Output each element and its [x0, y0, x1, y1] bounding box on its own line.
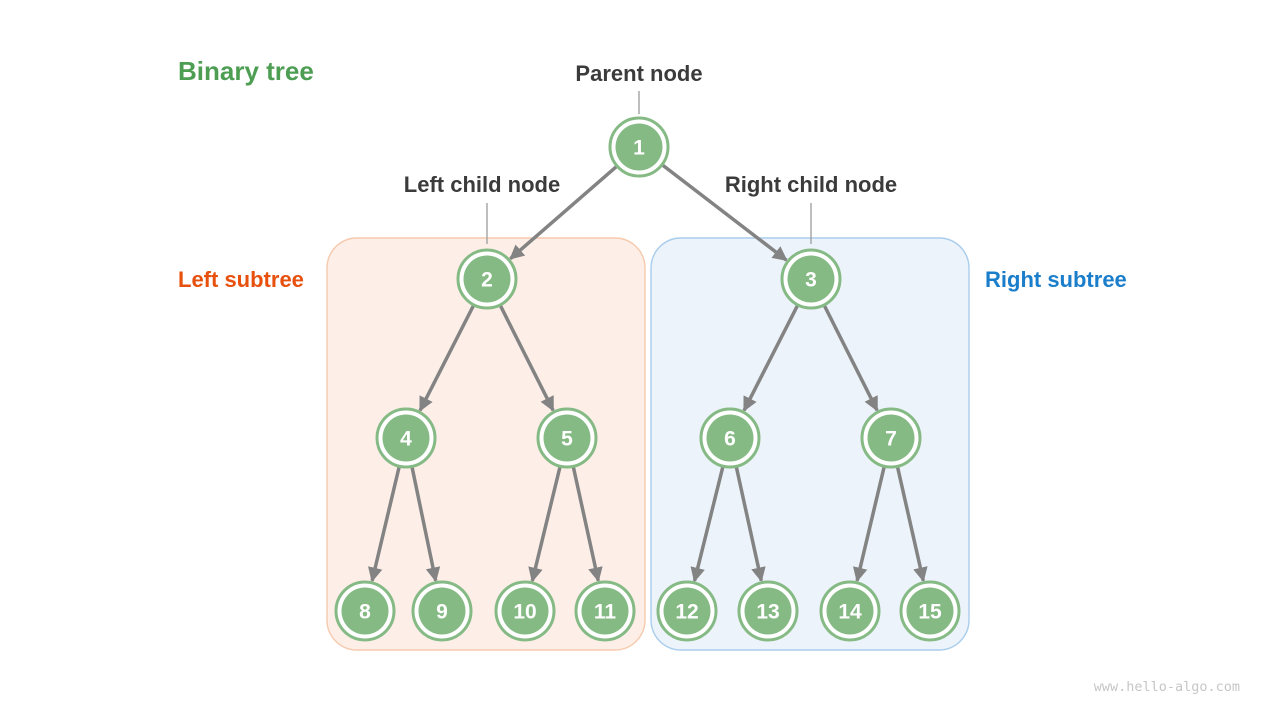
tree-node-11: 11 [574, 580, 636, 642]
node-value: 14 [838, 601, 862, 624]
node-value: 2 [481, 269, 493, 292]
node-value: 11 [594, 601, 617, 624]
node-value: 9 [436, 601, 448, 624]
tree-node-9: 9 [411, 580, 473, 642]
tree-nodes: 1 2 3 4 5 6 7 [334, 116, 961, 642]
node-value: 8 [359, 601, 371, 624]
node-value: 12 [675, 601, 698, 624]
tree-node-1: 1 [608, 116, 670, 178]
node-value: 5 [561, 428, 573, 451]
watermark: www.hello-algo.com [1094, 679, 1240, 695]
parent-node-label: Parent node [575, 61, 702, 86]
diagram-title: Binary tree [178, 56, 314, 86]
tree-node-8: 8 [334, 580, 396, 642]
tree-node-10: 10 [494, 580, 556, 642]
edge-1-3 [637, 145, 788, 262]
annotation-leaders [486, 91, 812, 244]
node-value: 3 [805, 269, 817, 292]
tree-node-7: 7 [860, 407, 922, 469]
node-value: 15 [918, 601, 942, 624]
right-subtree-label: Right subtree [985, 267, 1127, 292]
left-subtree-box [326, 237, 646, 651]
left-child-node-label: Left child node [404, 172, 560, 197]
tree-node-15: 15 [899, 580, 961, 642]
node-value: 4 [400, 428, 412, 451]
node-value: 7 [885, 428, 897, 451]
node-value: 13 [756, 601, 779, 624]
node-value: 1 [633, 137, 645, 160]
tree-node-4: 4 [375, 407, 437, 469]
tree-node-12: 12 [656, 580, 718, 642]
tree-node-5: 5 [536, 407, 598, 469]
tree-node-3: 3 [780, 248, 842, 310]
tree-node-13: 13 [737, 580, 799, 642]
node-value: 6 [724, 428, 736, 451]
tree-node-14: 14 [819, 580, 881, 642]
tree-node-2: 2 [456, 248, 518, 310]
right-child-node-label: Right child node [725, 172, 897, 197]
right-subtree-box [650, 237, 970, 651]
node-value: 10 [513, 601, 536, 624]
left-subtree-label: Left subtree [178, 267, 304, 292]
tree-node-6: 6 [699, 407, 761, 469]
